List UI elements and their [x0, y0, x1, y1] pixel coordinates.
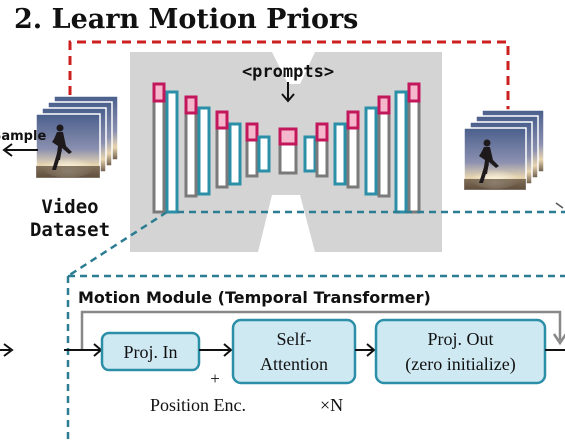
residual-skip-line [80, 310, 562, 350]
plus-sign: + [210, 369, 220, 388]
dataset-label-line1: Video [41, 196, 98, 218]
proj-in-label: Proj. In [124, 342, 178, 362]
proj-out-block [374, 318, 547, 385]
residual-arrowhead [552, 333, 565, 346]
output-video-stack [463, 109, 545, 191]
proj-out-label-line2: (zero initialize) [405, 354, 515, 375]
motion-module-block [278, 127, 298, 146]
runner-silhouette-icon [479, 139, 499, 183]
motion-module-block [346, 110, 360, 130]
self-attention-label-line2: Attention [260, 354, 328, 374]
flow-arrowhead [366, 343, 376, 357]
red-dashed-loop [68, 40, 510, 110]
unet-bars [152, 82, 421, 214]
sample-label: Sample [0, 129, 46, 144]
motion-module-block [407, 82, 421, 103]
motion-module-block [315, 122, 329, 142]
flow-arrowhead [223, 343, 233, 357]
dataset-label-line2: Dataset [30, 219, 110, 241]
unet-bar-blue [333, 122, 347, 186]
zoom-line-left [67, 210, 168, 278]
repeat-label: ×N [320, 395, 343, 415]
proj-out-label-line1: Proj. Out [427, 329, 493, 349]
left-input-arrowhead [3, 343, 14, 357]
unet-bar-blue [364, 106, 378, 196]
prompts-label: <prompts> [242, 62, 334, 82]
unet-bar-blue [257, 135, 271, 173]
proj-in-block [100, 331, 201, 372]
unet-bar-blue [303, 135, 317, 173]
unet-bar-blue [165, 90, 179, 214]
runner-silhouette-icon [52, 124, 72, 170]
motion-module-block [215, 110, 229, 130]
motion-module-block [152, 82, 166, 103]
unet-bar-blue [197, 106, 211, 196]
video-dataset-stack [35, 95, 119, 179]
prompts-arrowhead [281, 93, 295, 103]
motion-module-block [245, 122, 259, 142]
edge-mark [555, 202, 564, 209]
sample-arrowhead [2, 143, 13, 157]
unet-bar-blue [228, 122, 242, 186]
position-enc-label: Position Enc. [150, 395, 246, 415]
unet-bar-blue [394, 90, 408, 214]
motion-module-block [184, 95, 198, 115]
self-attention-block [231, 318, 357, 385]
motion-module-block [377, 95, 391, 115]
self-attention-label-line1: Self- [277, 329, 312, 349]
unet-bar [407, 82, 421, 214]
module-title: Motion Module (Temporal Transformer) [78, 288, 431, 307]
section-title: 2. Learn Motion Priors [14, 4, 358, 35]
unet-bar [152, 82, 166, 214]
